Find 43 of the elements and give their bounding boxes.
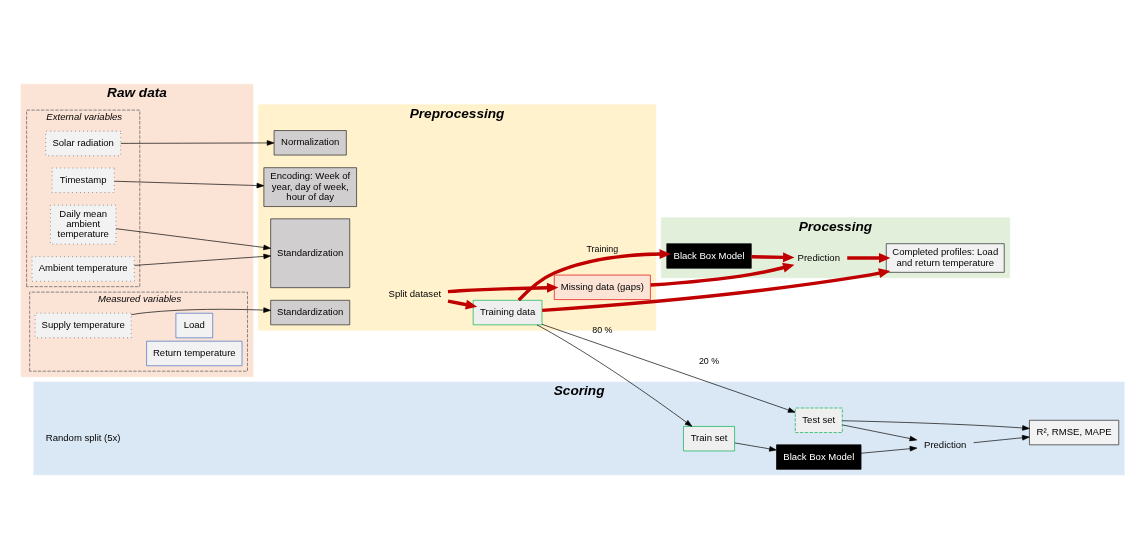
arrow (842, 420, 1030, 431)
node-box: Black Box Model (666, 243, 752, 269)
node-box: Training data (472, 299, 543, 326)
arrow (134, 253, 271, 266)
node-box: Supply temperature (34, 312, 132, 339)
node-box: Encoding: Week of year, day of week, hour of day (263, 167, 357, 207)
edge-label: 20 % (698, 355, 720, 366)
node-box: Completed profiles: Load and return temperature (885, 243, 1005, 273)
node-text: Prediction (924, 439, 967, 451)
arrow (447, 299, 478, 310)
edge-label: Training (586, 244, 619, 255)
arrow (536, 324, 693, 427)
node-box: Load (175, 312, 214, 339)
arrow (130, 307, 271, 315)
node-box: Solar radiation (45, 130, 122, 157)
arrow (120, 140, 275, 146)
arrow (115, 228, 271, 251)
node-box: Normalization (273, 130, 347, 156)
arrow (541, 323, 796, 413)
arrow (650, 262, 795, 287)
node-box: Black Box Model (776, 444, 862, 470)
node-box: Missing data (gaps) (553, 274, 651, 300)
node-box: Ambient temperature (31, 256, 135, 282)
node-text: Prediction (797, 251, 840, 263)
node-box: Timestamp (51, 167, 115, 193)
arrow (842, 424, 918, 442)
node-box: Train set (683, 426, 735, 452)
node-box: Test set (794, 407, 843, 433)
node-box: R², RMSE, MAPE (1029, 419, 1120, 446)
arrow (847, 253, 891, 263)
arrow (751, 252, 795, 263)
node-box: Standardization (270, 218, 351, 288)
arrow (542, 268, 891, 313)
arrow (860, 446, 918, 454)
node-box: Return temperature (146, 340, 243, 367)
arrow (113, 180, 265, 189)
arrow (447, 282, 559, 294)
node-box: Standardization (270, 299, 351, 326)
node-box: Daily mean ambient temperature (50, 204, 117, 245)
arrow (973, 435, 1030, 444)
node-text: Split dataset (388, 288, 442, 300)
label: Random split (5x) (45, 432, 121, 444)
arrow (734, 442, 777, 452)
